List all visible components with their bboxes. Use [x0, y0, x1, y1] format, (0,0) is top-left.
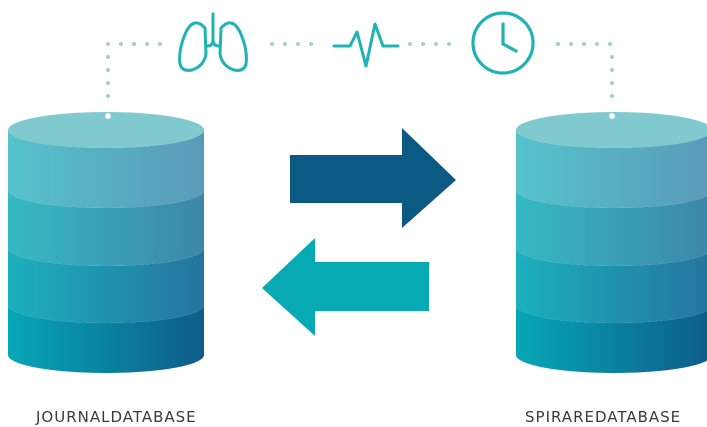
- arrow-right: [290, 128, 456, 228]
- connector-line: [106, 42, 614, 98]
- heartbeat-icon: [332, 22, 400, 68]
- journal-database-cylinder: [8, 112, 204, 373]
- clock-icon: [471, 11, 535, 75]
- spirare-database-cylinder: [516, 112, 707, 373]
- lungs-icon: [178, 12, 248, 72]
- journal-database-label: JOURNALDATABASE: [36, 408, 197, 426]
- arrow-left: [262, 238, 429, 336]
- spirare-database-label: SPIRAREDATABASE: [525, 408, 682, 426]
